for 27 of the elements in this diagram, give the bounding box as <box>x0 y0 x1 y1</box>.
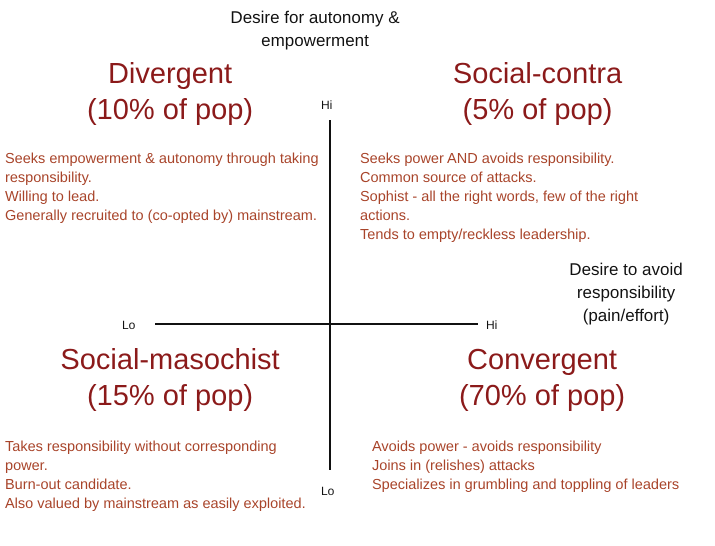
description-text: Burn-out candidate. <box>5 476 132 495</box>
axis-tick-label: Hi <box>486 317 498 334</box>
description-text: Joins in (relishes) attacks <box>372 457 535 476</box>
description-text: Seeks power AND avoids responsibility. <box>360 150 614 169</box>
description-text: Avoids power - avoids responsibility <box>372 438 602 457</box>
percentage-text: (5% of pop) <box>462 93 612 128</box>
axis-tick-label: Hi <box>321 97 332 114</box>
percentage-text: (10% of pop) <box>86 93 254 128</box>
description-text: Tends to empty/reckless leadership. <box>360 226 590 245</box>
axis-tick-label: Lo <box>321 483 334 500</box>
axis-title: Desire to avoid responsibility (pain/effort) <box>568 259 684 327</box>
description-text: Common source of attacks. <box>360 169 536 188</box>
quadrant-heading: Convergent <box>467 343 617 378</box>
axis-title: Desire for autonomy & empowerment <box>229 7 401 52</box>
description-text: Also valued by mainstream as easily exploited. <box>5 495 306 514</box>
quadrant-heading: Social-masochist <box>60 343 280 378</box>
percentage-text: (15% of pop) <box>86 379 254 414</box>
description-text: Willing to lead. <box>5 188 100 207</box>
description-text: Takes responsibility without corresponding power. <box>5 438 278 476</box>
quadrant-heading: Divergent <box>108 57 232 92</box>
axis-tick-label: Lo <box>122 317 136 334</box>
description-text: Seeks empowerment & autonomy through taking responsibility. <box>5 150 320 188</box>
description-text: Sophist - all the right words, few of the right actions. <box>360 188 640 226</box>
description-text: Generally recruited to (co-opted by) mainstream. <box>5 207 317 226</box>
description-text: Specializes in grumbling and toppling of leaders <box>372 476 680 495</box>
percentage-text: (70% of pop) <box>458 379 626 414</box>
quadrant-heading: Social-contra <box>452 57 622 92</box>
